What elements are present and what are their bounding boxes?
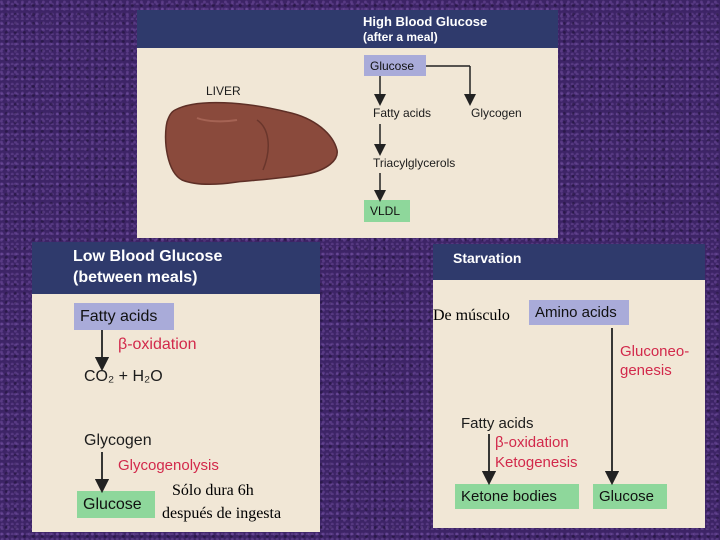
low-glucose-subtitle: (between meals) (73, 269, 198, 286)
vldl-box: VLDL (364, 200, 410, 222)
high-glucose-panel: High Blood Glucose (after a meal) LIVER … (137, 10, 558, 238)
liver-label: LIVER (206, 84, 241, 98)
ketogenesis-label: Ketogenesis (495, 454, 578, 471)
glycogenolysis-label: Glycogenolysis (118, 457, 219, 474)
note-line-1: Sólo dura 6h (172, 482, 254, 499)
glucose-box-top: Glucose (364, 55, 426, 76)
starvation-header: Starvation (433, 244, 705, 280)
muscle-source-label: De músculo (433, 307, 514, 325)
glucose-box-right: Glucose (593, 484, 667, 509)
starvation-panel: Starvation Amino acids Gluconeo- genesis… (433, 244, 705, 528)
fatty-acids-box-left: Fatty acids (74, 303, 174, 330)
left-flow-arrows (94, 330, 110, 494)
high-glucose-subtitle: (after a meal) (363, 30, 438, 44)
beta-oxidation-label-right: β-oxidation (495, 434, 569, 451)
gluconeogenesis-line-1: Gluconeo- (620, 343, 690, 360)
co2-water-label: CO₂ + H₂O (84, 368, 163, 385)
liver-icon (164, 101, 338, 186)
starvation-title: Starvation (453, 250, 522, 266)
gluconeogenesis-line-2: genesis (620, 362, 672, 379)
amino-acids-box: Amino acids (529, 300, 629, 325)
note-line-2: después de ingesta (162, 505, 282, 522)
high-glucose-header: High Blood Glucose (after a meal) (137, 10, 558, 48)
right-flow-arrows (481, 328, 620, 486)
low-glucose-panel: Low Blood Glucose (between meals) Fatty … (32, 242, 320, 532)
triacylglycerols-label: Triacylglycerols (373, 156, 456, 170)
low-glucose-header: Low Blood Glucose (between meals) (32, 242, 320, 294)
low-glucose-title: Low Blood Glucose (73, 248, 223, 265)
glycogen-label-left: Glycogen (84, 432, 152, 449)
ketone-bodies-box: Ketone bodies (455, 484, 579, 509)
beta-oxidation-label-left: β-oxidation (118, 336, 197, 353)
fatty-acids-label-top: Fatty acids (373, 106, 432, 120)
top-flow-arrows (374, 65, 476, 202)
high-glucose-title: High Blood Glucose (363, 14, 488, 29)
glucose-box-left: Glucose (77, 491, 155, 518)
fatty-acids-label-right: Fatty acids (461, 415, 534, 432)
glycogen-label-top: Glycogen (471, 106, 522, 120)
